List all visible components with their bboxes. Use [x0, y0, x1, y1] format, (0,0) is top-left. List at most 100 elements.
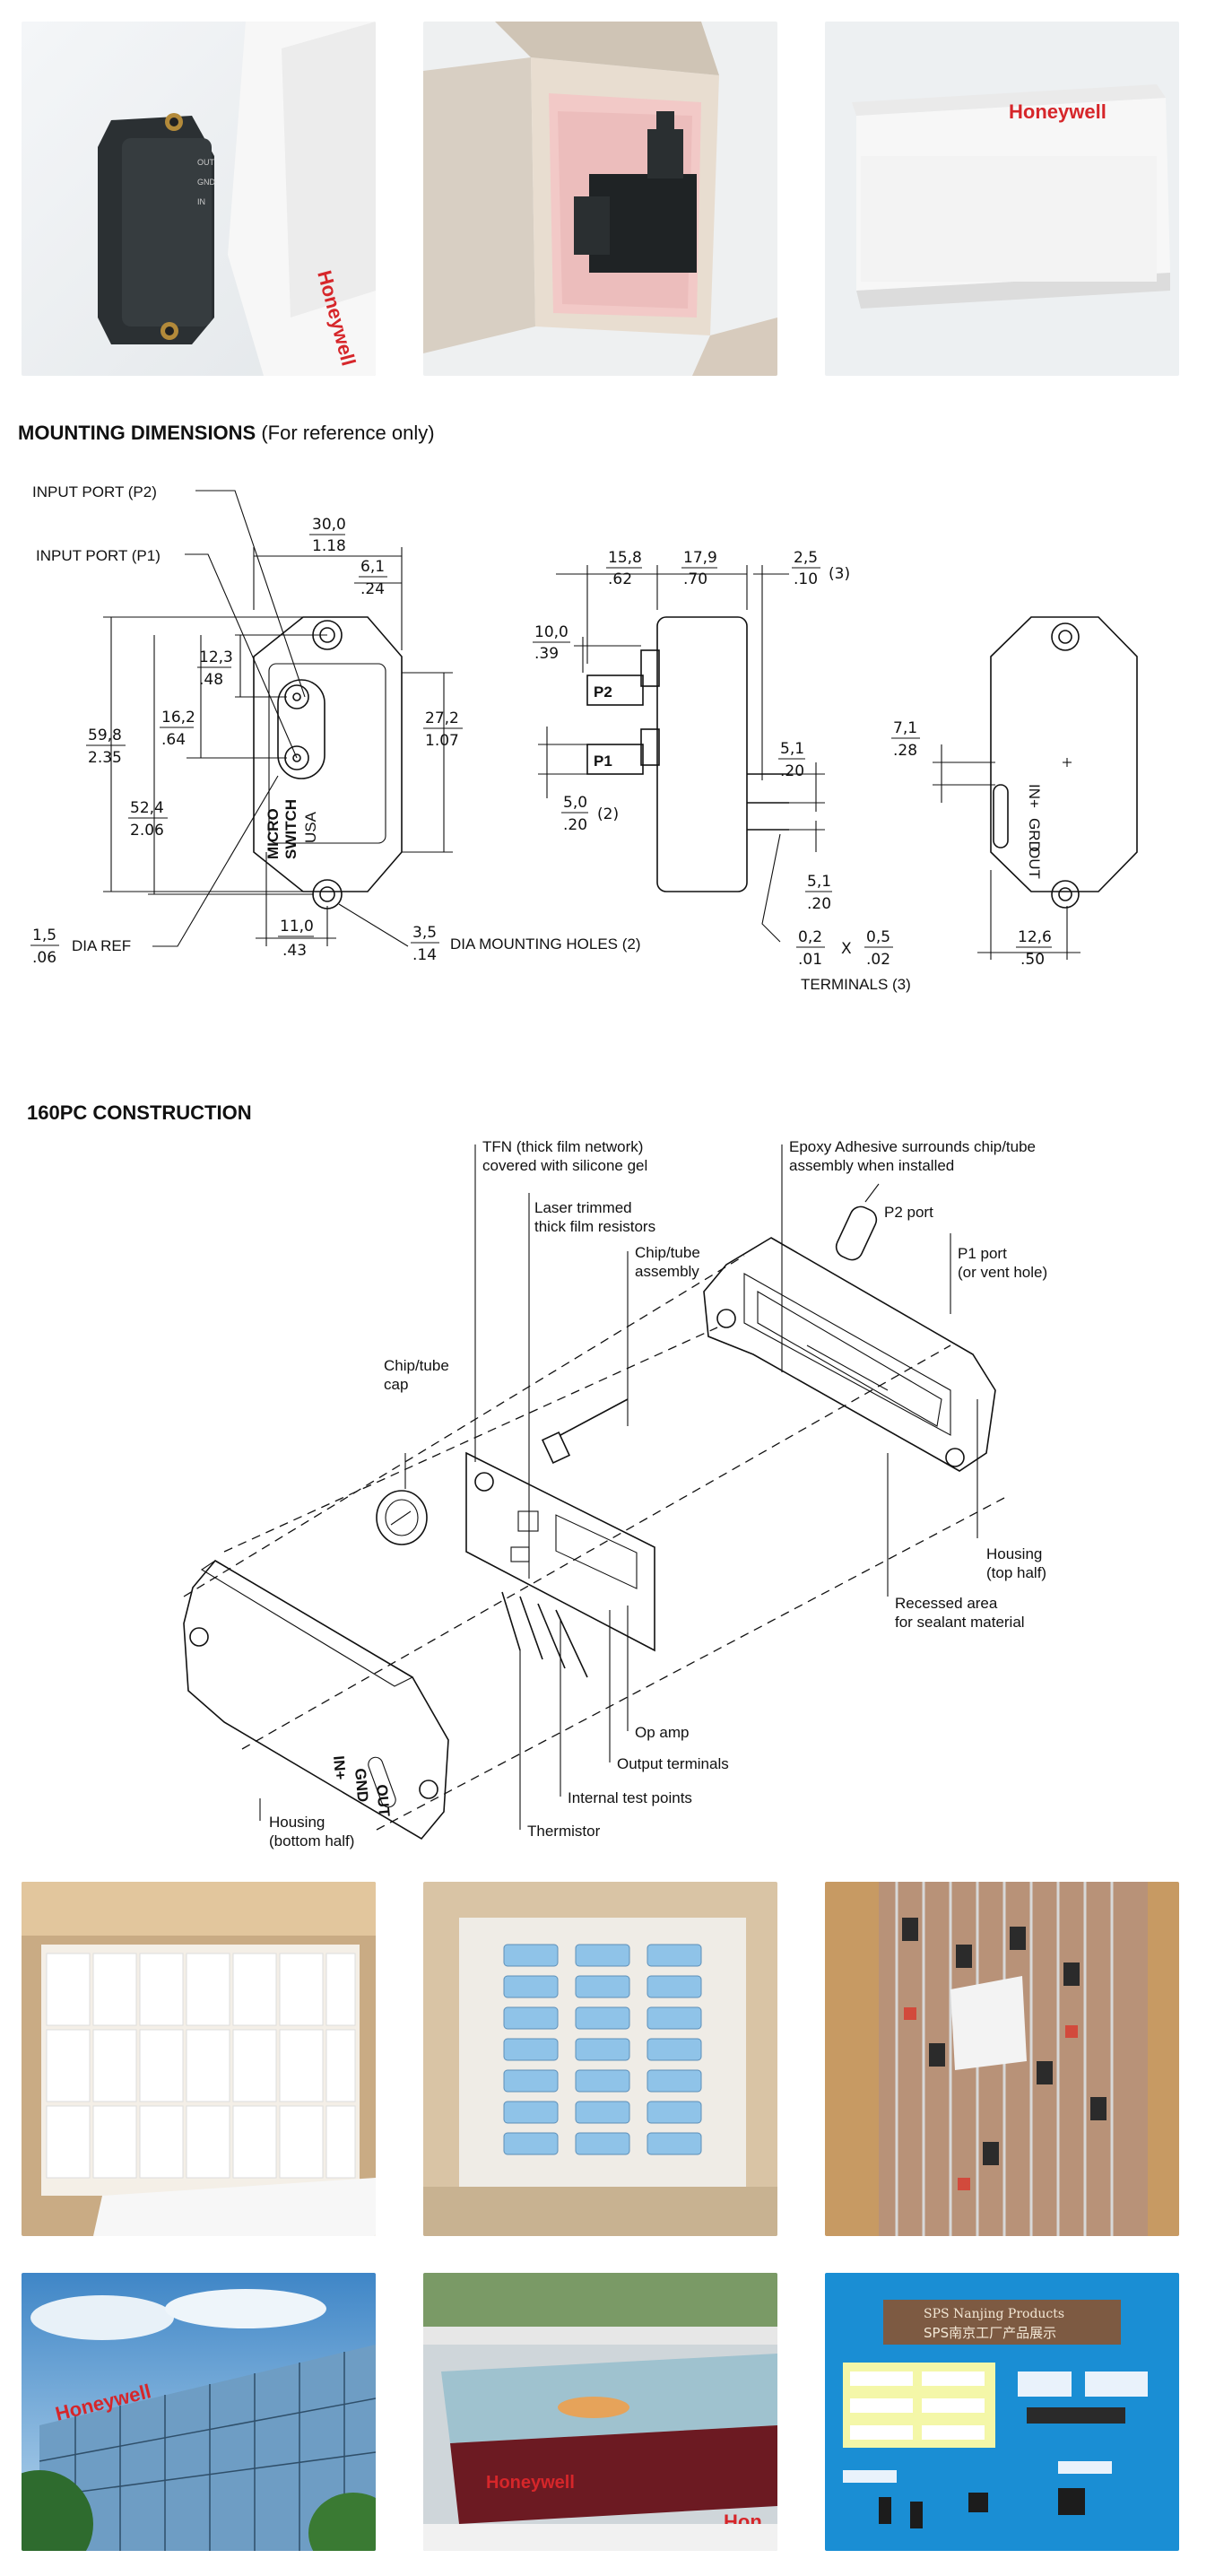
sps-title-2: SPS南京工厂产品展示	[924, 2325, 1056, 2341]
photo-showroom-counter: Honeywell Hon	[423, 2273, 777, 2551]
callout-tfn-1: TFN (thick film network)	[482, 1138, 643, 1155]
dim-2-35: 2.35	[88, 749, 122, 767]
bottom-in-label: IN+	[330, 1755, 349, 1781]
dim-16-2: 16,2	[161, 709, 195, 727]
photo-closed-box: Honeywell	[825, 22, 1179, 376]
callout-laser-2: thick film resistors	[534, 1218, 655, 1235]
housing-top-half	[703, 1205, 996, 1472]
dia-ref-label: DIA REF	[72, 937, 131, 954]
dim-59-8: 59,8	[88, 727, 122, 744]
dim-06: .06	[32, 949, 56, 967]
p1-label: P1	[594, 753, 612, 770]
back-view: IN+ GRD OUT 7,1 .28 12,6 .50	[891, 616, 1138, 969]
side-housing-outline	[656, 616, 748, 892]
dim-39: .39	[534, 645, 559, 663]
bottom-out-label: OUT	[373, 1784, 393, 1818]
dim-11-0: 11,0	[280, 918, 314, 936]
dim-14: .14	[412, 946, 437, 964]
dim-10: .10	[794, 570, 818, 588]
callout-chip-2: assembly	[635, 1263, 699, 1280]
callout-thermistor: Thermistor	[527, 1823, 601, 1840]
switch-text: SWITCH	[282, 799, 299, 859]
terminals-label: TERMINALS (3)	[801, 976, 911, 993]
photo-boxes-in-carton	[22, 1882, 376, 2236]
dim-1-5: 1,5	[32, 927, 56, 944]
dim-n2: (2)	[597, 805, 619, 823]
housing-bottom-half: IN+ GND OUT	[183, 1559, 449, 1841]
construction-heading: 160PC CONSTRUCTION	[27, 1101, 252, 1124]
dim-52-4: 52,4	[130, 799, 164, 817]
bottom-gnd-label: GND	[351, 1768, 371, 1803]
box-brand-text-2: Honeywell	[1009, 100, 1107, 123]
input-port-p1-label: INPUT PORT (P1)	[36, 547, 161, 564]
dim-n3-top: (3)	[829, 565, 850, 583]
dim-01: .01	[798, 951, 822, 969]
callout-recess-2: for sealant material	[895, 1614, 1025, 1631]
callout-internal-test-points: Internal test points	[568, 1789, 692, 1806]
dim-15-8: 15,8	[608, 549, 642, 567]
dim-10-0: 10,0	[534, 623, 568, 641]
dim-5-1b: 5,1	[807, 873, 831, 891]
callout-epoxy-2: assembly when installed	[789, 1157, 954, 1174]
dim-1-07: 1.07	[425, 732, 459, 750]
mounting-title: MOUNTING DIMENSIONS	[18, 422, 256, 444]
back-housing-outline	[990, 616, 1138, 892]
callout-tfn-2: covered with silicone gel	[482, 1157, 647, 1174]
callout-housing-bottom-1: Housing	[269, 1814, 325, 1831]
photo-sps-products-display: SPS Nanjing Products SPS南京工厂产品展示	[825, 2273, 1179, 2551]
back-out-label: OUT	[1026, 847, 1043, 879]
dim-7-1: 7,1	[893, 719, 917, 737]
callout-p2-port: P2 port	[884, 1204, 933, 1221]
dim-28: .28	[893, 742, 917, 760]
construction-drawing: IN+ GND OUT TFN (thick film network) cov…	[183, 1138, 1047, 1849]
svg-text:IN: IN	[197, 197, 205, 206]
dim-70: .70	[683, 570, 707, 588]
side-view: P2 P1 15,8 .62 17,9 .70 2,5 .10 (3) 10,0…	[533, 549, 911, 993]
chip-tube	[541, 1432, 571, 1464]
photo-blue-reels-in-carton	[423, 1882, 777, 2236]
dim-1-18: 1.18	[312, 537, 346, 555]
front-view: MICRO SWITCH USA 30,0 1.18 6,1 .24 INPUT…	[30, 483, 641, 967]
dim-12-6: 12,6	[1018, 928, 1052, 946]
photo-sensors-in-tubes	[825, 1882, 1179, 2236]
input-port-p2-label: INPUT PORT (P2)	[32, 483, 157, 500]
svg-text:GND: GND	[197, 178, 216, 187]
callout-laser-1: Laser trimmed	[534, 1199, 632, 1216]
dim-3-5: 3,5	[412, 924, 437, 942]
callout-cap-1: Chip/tube	[384, 1357, 449, 1374]
dim-2-5: 2,5	[794, 549, 818, 567]
callout-cap-2: cap	[384, 1376, 408, 1393]
micro-text: MICRO	[265, 808, 282, 859]
photo-honeywell-building: Honeywell	[22, 2273, 376, 2551]
dim-64: .64	[161, 731, 186, 749]
mounting-dimensions-drawing: MICRO SWITCH USA 30,0 1.18 6,1 .24 INPUT…	[30, 483, 1138, 993]
callout-p1-port-1: P1 port	[958, 1245, 1007, 1262]
callout-op-amp: Op amp	[635, 1724, 689, 1741]
dim-12-3: 12,3	[199, 648, 233, 666]
callout-housing-top-1: Housing	[986, 1545, 1042, 1562]
dim-27-2: 27,2	[425, 709, 459, 727]
dim-30-0: 30,0	[312, 516, 346, 534]
counter-brand-text: Honeywell	[486, 2473, 575, 2493]
dim-02b: .02	[866, 951, 890, 969]
callout-p1-port-2: (or vent hole)	[958, 1264, 1047, 1281]
sps-title-1: SPS Nanjing Products	[924, 2307, 1064, 2321]
back-in-label: IN+	[1026, 784, 1043, 808]
dim-62: .62	[608, 570, 632, 588]
dim-48: .48	[199, 671, 223, 689]
callout-housing-top-2: (top half)	[986, 1564, 1046, 1581]
dim-17-9: 17,9	[683, 549, 717, 567]
dim-50b: .50	[1020, 951, 1045, 969]
photo-sensor-in-open-box	[423, 22, 777, 376]
back-grd-label: GRD	[1026, 818, 1043, 852]
x-label: X	[841, 940, 852, 958]
dim-43: .43	[282, 942, 307, 960]
photo-sensor-with-box: Honeywell OUT GND IN	[22, 22, 376, 376]
dim-0-2: 0,2	[798, 928, 822, 946]
dim-20a: .20	[563, 816, 587, 834]
callout-chip-1: Chip/tube	[635, 1244, 700, 1261]
dim-0-5: 0,5	[866, 928, 890, 946]
dim-20c: .20	[807, 895, 831, 913]
dim-20b: .20	[780, 762, 804, 780]
callout-epoxy-1: Epoxy Adhesive surrounds chip/tube	[789, 1138, 1036, 1155]
